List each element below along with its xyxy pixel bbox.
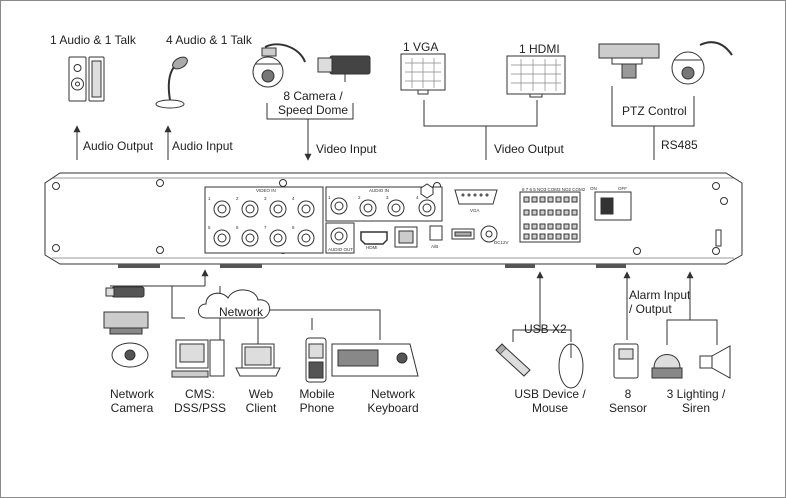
alarm-label: Alarm Input / Output <box>629 288 690 316</box>
bnc-number: 6 <box>236 225 239 230</box>
web-client-label-line2: Client <box>245 401 277 415</box>
usb-stick-icon <box>495 343 531 377</box>
sensor-label-line1: 8 <box>624 387 632 401</box>
mobile-phone-label-line2: Phone <box>299 401 335 415</box>
ptz-camera-icon <box>598 43 660 79</box>
panel-on-text: ON <box>590 186 597 191</box>
lighting-label-line2: Siren <box>681 401 710 415</box>
network-keyboard-icon <box>331 343 419 377</box>
panel-video-in-text: VIDEO IN <box>256 188 276 193</box>
usb-x2-label: USB X2 <box>524 322 567 336</box>
video-output-label: Video Output <box>494 142 564 156</box>
bnc-number: 4 <box>292 196 295 201</box>
cms-label-line2: DSS/PSS <box>173 401 227 415</box>
audio-in-number: 4 <box>416 195 419 200</box>
sensor-icon <box>613 343 639 379</box>
video-input-label: Video Input <box>316 142 377 156</box>
ptz-dome-icon <box>671 41 733 85</box>
lighting-label-line1: 3 Lighting / <box>666 387 726 401</box>
panel-ab-text: A/B <box>431 244 439 249</box>
strobe-light-icon <box>651 354 683 379</box>
network-camera-label-line2: Camera <box>110 401 154 415</box>
panel-vga-text: VGA <box>470 208 480 213</box>
speed-dome-icon <box>252 43 306 88</box>
network-keyboard-label-line2: Keyboard <box>367 401 419 415</box>
web-client-label: Web Client <box>236 387 286 415</box>
camera-label: 8 Camera / Speed Dome <box>268 89 358 117</box>
hdmi-label: 1 HDMI <box>519 42 560 56</box>
network-camera-label: Network Camera <box>100 387 164 415</box>
panel-audio-out-text: AUDIO OUT <box>328 247 354 252</box>
audio-output-label: Audio Output <box>83 139 154 153</box>
bnc-number: 3 <box>264 196 267 201</box>
sensor-label-line2: Sensor <box>608 401 648 415</box>
web-client-label-line1: Web <box>248 387 274 401</box>
bnc-number: 7 <box>264 225 267 230</box>
mobile-phone-label: Mobile Phone <box>292 387 342 415</box>
bnc-number: 2 <box>236 196 239 201</box>
audio-input-label: Audio Input <box>172 139 233 153</box>
bnc-number: 8 <box>292 225 295 230</box>
bnc-number: 1 <box>208 196 211 201</box>
mouse-icon <box>558 343 584 389</box>
sensor-label: 8 Sensor <box>604 387 652 415</box>
camera-label-line2: Speed Dome <box>277 103 349 117</box>
usb-device-label-line2: Mouse <box>531 401 569 415</box>
network-cloud-icon <box>198 289 271 319</box>
dvr-rear-panel <box>44 172 743 268</box>
alarm-label-line1: Alarm Input <box>629 288 691 302</box>
top-connectors <box>73 86 695 161</box>
cms-label: CMS: DSS/PSS <box>168 387 232 415</box>
audio-in-number: 1 <box>328 195 331 200</box>
audio-in-number: 3 <box>386 195 389 200</box>
mobile-phone-icon <box>305 337 327 383</box>
vga-monitor-icon <box>400 53 446 95</box>
audio-talk-4-label: 4 Audio & 1 Talk <box>166 33 252 47</box>
audio-in-number: 2 <box>358 195 361 200</box>
network-keyboard-label-line1: Network <box>370 387 415 401</box>
panel-dc-text: DC12V <box>494 240 509 245</box>
mobile-phone-label-line1: Mobile <box>299 387 335 401</box>
audio-talk-1-label: 1 Audio & 1 Talk <box>50 33 136 47</box>
lighting-label: 3 Lighting / Siren <box>656 387 736 415</box>
bnc-number: 5 <box>208 225 211 230</box>
network-camera-icon <box>103 286 149 368</box>
hdmi-monitor-icon <box>506 55 566 98</box>
camera-label-line1: 8 Camera / <box>283 89 343 103</box>
network-keyboard-label: Network Keyboard <box>358 387 428 415</box>
network-label: Network <box>219 305 264 319</box>
panel-audio-in-text: AUDIO IN <box>369 188 390 193</box>
microphone-icon <box>155 56 188 109</box>
vga-label: 1 VGA <box>403 40 439 54</box>
bullet-camera-icon <box>317 55 371 82</box>
ptz-control-label: PTZ Control <box>622 104 687 118</box>
usb-device-label-line1: USB Device / <box>514 387 586 401</box>
panel-off-text: OFF <box>618 186 627 191</box>
usb-device-label: USB Device / Mouse <box>505 387 595 415</box>
speaker-icon <box>68 56 105 102</box>
rs485-label: RS485 <box>661 138 698 152</box>
siren-horn-icon <box>699 345 731 379</box>
alarm-label-line2: / Output <box>629 302 672 316</box>
panel-alarm-header-text: 8 7 6 5 NO3 COM3 NO2 COM2 <box>522 187 586 192</box>
panel-hdmi-text: HDMI <box>366 245 378 250</box>
cms-label-line1: CMS: <box>185 387 215 401</box>
laptop-icon <box>235 343 281 377</box>
computer-icon <box>171 339 225 378</box>
bottom-connectors <box>110 269 718 345</box>
network-camera-label-line1: Network <box>109 387 154 401</box>
